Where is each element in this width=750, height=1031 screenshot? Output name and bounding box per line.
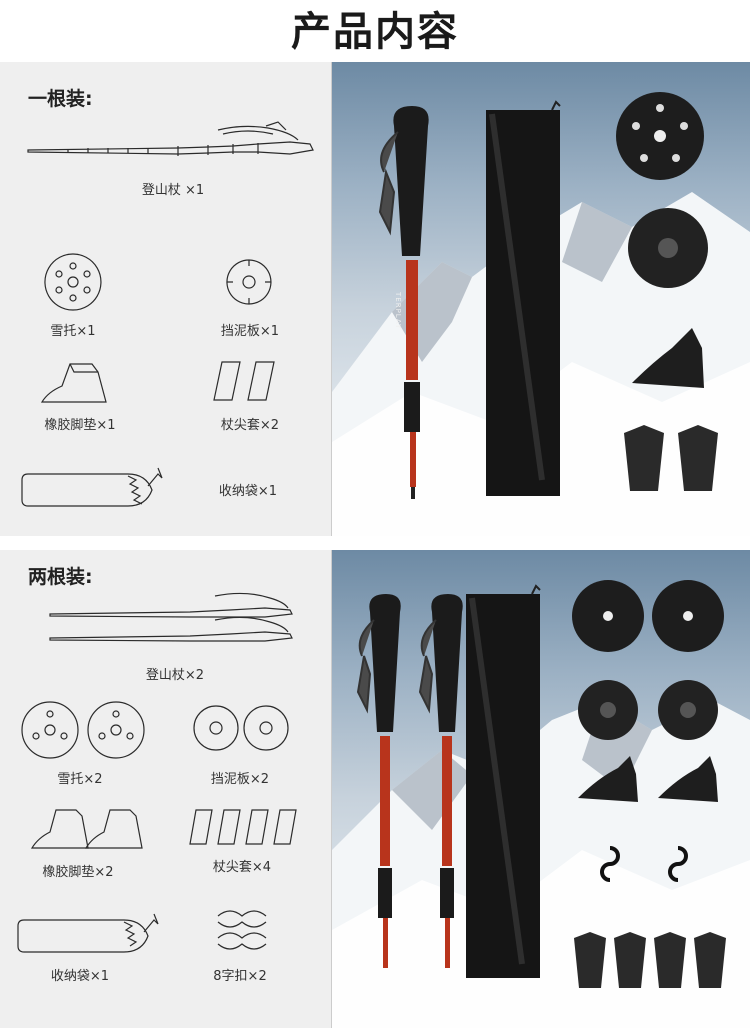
tip-cover-icon (213, 361, 275, 401)
storage-bag-icon-2 (17, 913, 159, 953)
double-pack-item-list: 两根装: 登山杖×2 雪托×2 挡泥板×2 橡胶脚垫×2 (0, 550, 332, 1028)
mud-basket-icon (226, 259, 272, 305)
double-pack-section: 两根装: 登山杖×2 雪托×2 挡泥板×2 橡胶脚垫×2 (0, 550, 750, 1028)
double-pack-product-photo (332, 550, 750, 1028)
rubber-feet-caption: 橡胶脚垫×2 (42, 865, 114, 880)
snow-baskets-caption: 雪托×2 (57, 772, 103, 787)
storage-bag-caption: 收纳袋×1 (218, 484, 278, 499)
poles-caption: 登山杖×2 (145, 668, 205, 683)
pole-outline-icon (27, 121, 314, 156)
accessories-photo (616, 92, 718, 491)
storage-bag-caption-2: 收纳袋×1 (50, 969, 110, 984)
mud-basket-caption: 挡泥板×1 (220, 324, 280, 339)
snow-baskets-icon (21, 701, 145, 759)
rubber-feet-icon (30, 809, 143, 849)
rubber-foot-icon (40, 363, 107, 403)
single-pack-product-photo: TERPLAY (332, 62, 750, 536)
trekking-poles-pair (356, 594, 463, 968)
figure-eight-clip-caption: 8字扣×2 (213, 969, 267, 984)
mud-baskets-caption: 挡泥板×2 (210, 772, 270, 787)
accessories-photo-2 (572, 580, 726, 988)
mountain-background-2 (332, 700, 750, 1028)
single-pack-item-list: 一根装: 登山杖 ×1 雪托×1 挡泥板×1 (0, 62, 332, 536)
pole-caption: 登山杖 ×1 (141, 183, 205, 198)
mud-baskets-icon (193, 705, 289, 751)
page-title: 产品内容 (291, 9, 459, 55)
tip-cover-caption: 杖尖套×2 (220, 418, 280, 433)
tip-covers-icon (189, 809, 297, 845)
snow-basket-caption: 雪托×1 (50, 324, 96, 339)
figure-eight-clip-icon (217, 910, 267, 950)
rubber-foot-caption: 橡胶脚垫×1 (44, 418, 116, 433)
snow-basket-icon (44, 253, 102, 311)
storage-bag-photo (486, 100, 561, 496)
poles-outline-icon (49, 592, 293, 642)
storage-bag-icon (21, 467, 163, 507)
storage-bag-photo-2 (466, 584, 541, 978)
pole-brand-label: TERPLAY (394, 292, 402, 330)
double-pack-heading: 两根装: (28, 566, 93, 588)
single-pack-heading: 一根装: (28, 88, 93, 110)
tip-covers-caption: 杖尖套×4 (212, 860, 272, 875)
trekking-pole (378, 106, 429, 499)
single-pack-section: 一根装: 登山杖 ×1 雪托×1 挡泥板×1 (0, 62, 750, 536)
